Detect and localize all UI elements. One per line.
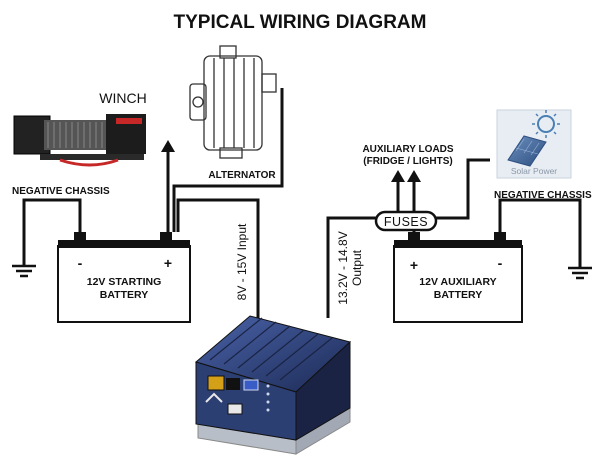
starting-battery-label-line2: BATTERY [100, 289, 148, 301]
wires [22, 88, 582, 318]
fuse-block: FUSES [374, 210, 438, 232]
auxiliary-loads-label-line1: AUXILIARY LOADS [362, 144, 453, 155]
auxiliary-battery: + - 12V AUXILIARY BATTERY [393, 232, 523, 323]
ground-icon-left [12, 264, 36, 278]
output-voltage-label-line2: Output [350, 249, 364, 286]
winch-arrow-icon [161, 140, 175, 152]
aux-battery-positive-terminal [408, 232, 420, 242]
solar-power-label: Solar Power [511, 166, 557, 176]
charger-input-wire [176, 198, 260, 318]
alternator-label: ALTERNATOR [208, 170, 276, 181]
starting-battery-positive-terminal [160, 232, 172, 242]
fuses-label: FUSES [384, 215, 428, 229]
negative-chassis-right-label: NEGATIVE CHASSIS [494, 190, 592, 201]
auxiliary-loads-label-line2: (FRIDGE / LIGHTS) [363, 156, 452, 167]
negative-chassis-left-label: NEGATIVE CHASSIS [12, 186, 110, 197]
winch-image [13, 114, 146, 167]
input-voltage-label: 8V - 15V Input [235, 223, 249, 300]
starting-battery-plus-sign: + [164, 255, 172, 271]
alternator-image [189, 45, 277, 159]
aux-battery-label-line1: 12V AUXILIARY [419, 276, 496, 288]
aux-load-arrow-icon [391, 170, 405, 182]
aux-battery-plus-sign: + [410, 257, 418, 273]
output-voltage-label-line1: 13.2V - 14.8V [336, 231, 350, 304]
aux-load-arrow-icon-2 [407, 170, 421, 182]
aux-battery-negative-terminal [494, 232, 506, 242]
solar-feed-wire [430, 158, 490, 220]
starting-battery-negative-terminal [74, 232, 86, 242]
alternator-wire [172, 88, 284, 232]
starting-battery: - + 12V STARTING BATTERY [57, 232, 191, 323]
aux-battery-label-line2: BATTERY [434, 289, 482, 301]
solar-panel-image: Solar Power [496, 109, 572, 179]
right-negative-wire [498, 198, 582, 268]
starting-battery-label-line1: 12V STARTING [87, 276, 161, 288]
dc-dc-charger-image [194, 315, 352, 455]
winch-label: WINCH [99, 90, 146, 106]
starting-battery-minus-sign: - [78, 255, 83, 271]
sun-icon [537, 115, 555, 133]
diagram-title: TYPICAL WIRING DIAGRAM [174, 12, 427, 33]
ground-icon-right [568, 266, 592, 280]
left-negative-wire [22, 198, 82, 266]
aux-battery-minus-sign: - [498, 255, 503, 271]
